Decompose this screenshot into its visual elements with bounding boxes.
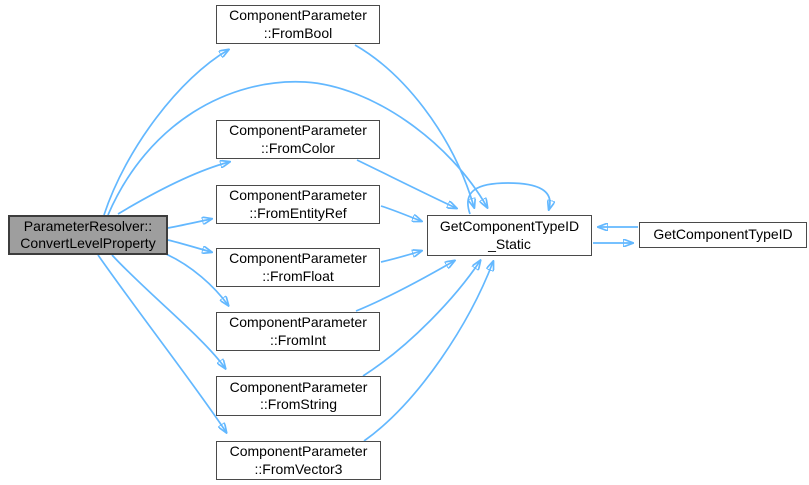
node-label-line: ComponentParameter: [229, 7, 367, 23]
node-componentparameter-fromint[interactable]: ComponentParameter ::FromInt: [216, 312, 380, 351]
node-getcomponenttypeid[interactable]: GetComponentTypeID: [639, 222, 807, 248]
node-label-line: ComponentParameter: [229, 187, 367, 203]
node-componentparameter-fromfloat[interactable]: ComponentParameter ::FromFloat: [216, 248, 380, 287]
node-label-line: ComponentParameter: [229, 122, 367, 138]
node-componentparameter-fromcolor[interactable]: ComponentParameter ::FromColor: [216, 120, 380, 159]
node-label-line: ::FromFloat: [262, 267, 334, 284]
node-getcomponenttypeid-static[interactable]: GetComponentTypeID _Static: [427, 215, 592, 256]
edge-convert-frombool: [103, 50, 228, 216]
edge-fromint-static: [355, 261, 454, 312]
node-label-line: ::FromColor: [261, 139, 335, 156]
node-label-line: ::FromString: [259, 396, 337, 412]
node-label-line: _Static: [488, 235, 531, 252]
edge-fromfloat-static: [380, 251, 421, 263]
node-label-line: ComponentParameter: [229, 314, 367, 330]
edge-convert-fromentityref: [167, 219, 211, 229]
edge-convert-fromstring: [111, 254, 225, 368]
node-componentparameter-fromentityref[interactable]: ComponentParameter ::FromEntityRef: [216, 185, 380, 224]
node-parameterresolver-convertlevelproperty[interactable]: ParameterResolver:: ConvertLevelProperty: [8, 215, 168, 255]
node-label-line: ::FromBool: [263, 24, 333, 41]
edge-frombool-static: [354, 44, 474, 207]
edge-convert-fromint: [165, 253, 228, 305]
node-componentparameter-fromstring[interactable]: ComponentParameter ::FromString: [216, 376, 381, 416]
node-label-line: GetComponentTypeID: [653, 226, 793, 243]
edge-fromvector3-static: [363, 262, 493, 442]
edge-convert-fromvector3: [97, 254, 226, 432]
node-label-line: ComponentParameter: [229, 250, 367, 266]
node-label-line: ::FromVector3: [254, 460, 343, 477]
edge-fromcolor-static: [356, 159, 456, 208]
edge-static-self-loop: [467, 182, 550, 215]
node-label-line: ComponentParameter: [229, 378, 368, 395]
edge-convert-fromcolor: [117, 162, 229, 215]
edge-convert-fromfloat: [167, 239, 211, 252]
node-label-line: ::FromEntityRef: [249, 204, 347, 221]
node-label-line: ComponentParameter: [229, 443, 368, 459]
node-label-line: GetComponentTypeID: [439, 218, 580, 234]
node-componentparameter-fromvector3[interactable]: ComponentParameter ::FromVector3: [216, 441, 381, 480]
edge-fromstring-static: [362, 261, 480, 377]
node-label-line: ConvertLevelProperty: [20, 235, 156, 251]
node-componentparameter-frombool[interactable]: ComponentParameter ::FromBool: [216, 5, 380, 44]
node-label-line: ::FromInt: [269, 331, 326, 348]
node-label-line: ParameterResolver::: [23, 217, 153, 234]
edge-fromentityref-static: [380, 205, 421, 221]
edge-convert-static: [107, 80, 487, 216]
